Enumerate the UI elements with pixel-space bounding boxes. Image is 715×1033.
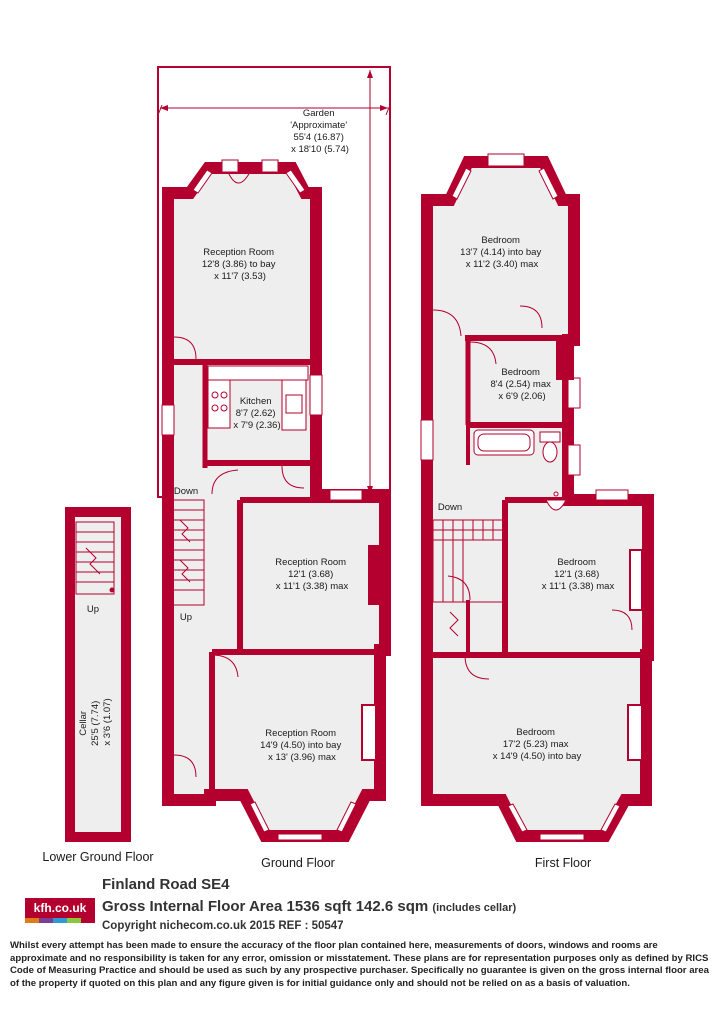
front-bedroom-chimney <box>627 704 643 761</box>
middle-bedroom-window <box>595 489 629 501</box>
cellar-label: Cellar 25'5 (7.74) x 3'6 (1.07) <box>78 698 113 746</box>
front-bay-window <box>249 801 357 841</box>
ground-door-swings <box>173 336 305 778</box>
middle-reception-window <box>329 489 363 501</box>
disclaimer: Whilst every attempt has been made to en… <box>10 940 709 989</box>
floor-area-value: Gross Internal Floor Area 1536 sqft 142.… <box>102 898 429 915</box>
middle-reception-chimney <box>368 545 380 605</box>
first-side-window <box>420 419 434 461</box>
bedroom-rear-label: Bedroom 13'7 (4.14) into bay x 11'2 (3.4… <box>460 235 544 270</box>
garden-break-marks <box>157 104 391 116</box>
first-floor-title: First Floor <box>535 856 591 870</box>
front-reception-chimney <box>361 704 377 761</box>
lower-ground-floor-title: Lower Ground Floor <box>42 850 153 864</box>
cellar-stairs-up-label: Up <box>87 604 99 615</box>
bathroom-window <box>567 444 581 476</box>
rear-door-swing <box>227 171 251 184</box>
first-front-bay-window <box>507 803 621 841</box>
first-floor: Down Bedroom 13'7 (4.14) into bay x 11'2… <box>420 153 654 842</box>
rear-bay-window <box>192 159 306 194</box>
logo-stripe <box>81 918 95 923</box>
logo-stripe <box>53 918 67 923</box>
bedroom-front-label: Bedroom 17'2 (5.23) max x 14'9 (4.50) in… <box>493 727 582 762</box>
first-stairs <box>432 519 506 637</box>
logo-stripe <box>39 918 53 923</box>
ground-side-window-2 <box>309 374 323 416</box>
garden-label: Garden 'Approximate' 55'4 (16.87) x 18'1… <box>290 108 350 155</box>
floor-area: Gross Internal Floor Area 1536 sqft 142.… <box>102 898 516 915</box>
reception-room-front-label: Reception Room 14'9 (4.50) into bay x 13… <box>260 728 344 763</box>
kfh-logo: kfh.co.uk <box>25 898 95 923</box>
middle-bedroom-chimney <box>629 549 643 611</box>
bedroom-middle-label: Bedroom 12'1 (3.68) x 11'1 (3.38) max <box>542 557 615 592</box>
cellar-wall <box>65 507 131 842</box>
logo-color-stripes <box>25 918 95 923</box>
ground-floor: Down Up Reception Room 12'8 (3.86) to ba… <box>161 159 391 842</box>
reception-room-middle-label: Reception Room 12'1 (3.68) x 11'1 (3.38)… <box>275 557 348 592</box>
first-door-swings <box>432 305 633 680</box>
ground-stairs <box>171 499 205 606</box>
copyright: Copyright nichecom.co.uk 2015 REF : 5054… <box>102 920 344 932</box>
ground-stairs-down-label: Down <box>174 486 198 497</box>
reception-room-rear-label: Reception Room 12'8 (3.86) to bay x 11'7… <box>202 247 278 282</box>
kitchen-units <box>207 365 309 431</box>
bathroom-fixtures <box>473 429 567 511</box>
logo-stripe <box>25 918 39 923</box>
bedroom-small-label: Bedroom 8'4 (2.54) max x 6'9 (2.06) <box>490 367 553 402</box>
first-rear-bay-window <box>451 153 559 200</box>
floor-area-note: (includes cellar) <box>432 902 517 914</box>
lower-ground-floor: Up Cellar 25'5 (7.74) x 3'6 (1.07) <box>65 507 131 842</box>
ground-side-window <box>161 404 175 436</box>
small-bedroom-window <box>567 377 581 409</box>
ground-floor-title: Ground Floor <box>261 856 335 870</box>
kitchen-label: Kitchen 8'7 (2.62) x 7'9 (2.36) <box>233 396 280 431</box>
first-stairs-down-label: Down <box>438 502 462 513</box>
property-title: Finland Road SE4 <box>102 876 230 893</box>
cellar-stairs <box>75 521 115 595</box>
ground-stairs-up-label: Up <box>180 612 192 623</box>
floor-plan: Garden 'Approximate' 55'4 (16.87) x 18'1… <box>42 66 654 870</box>
logo-stripe <box>67 918 81 923</box>
rear-bedroom-chimney <box>556 340 574 380</box>
logo-text: kfh.co.uk <box>25 898 95 918</box>
